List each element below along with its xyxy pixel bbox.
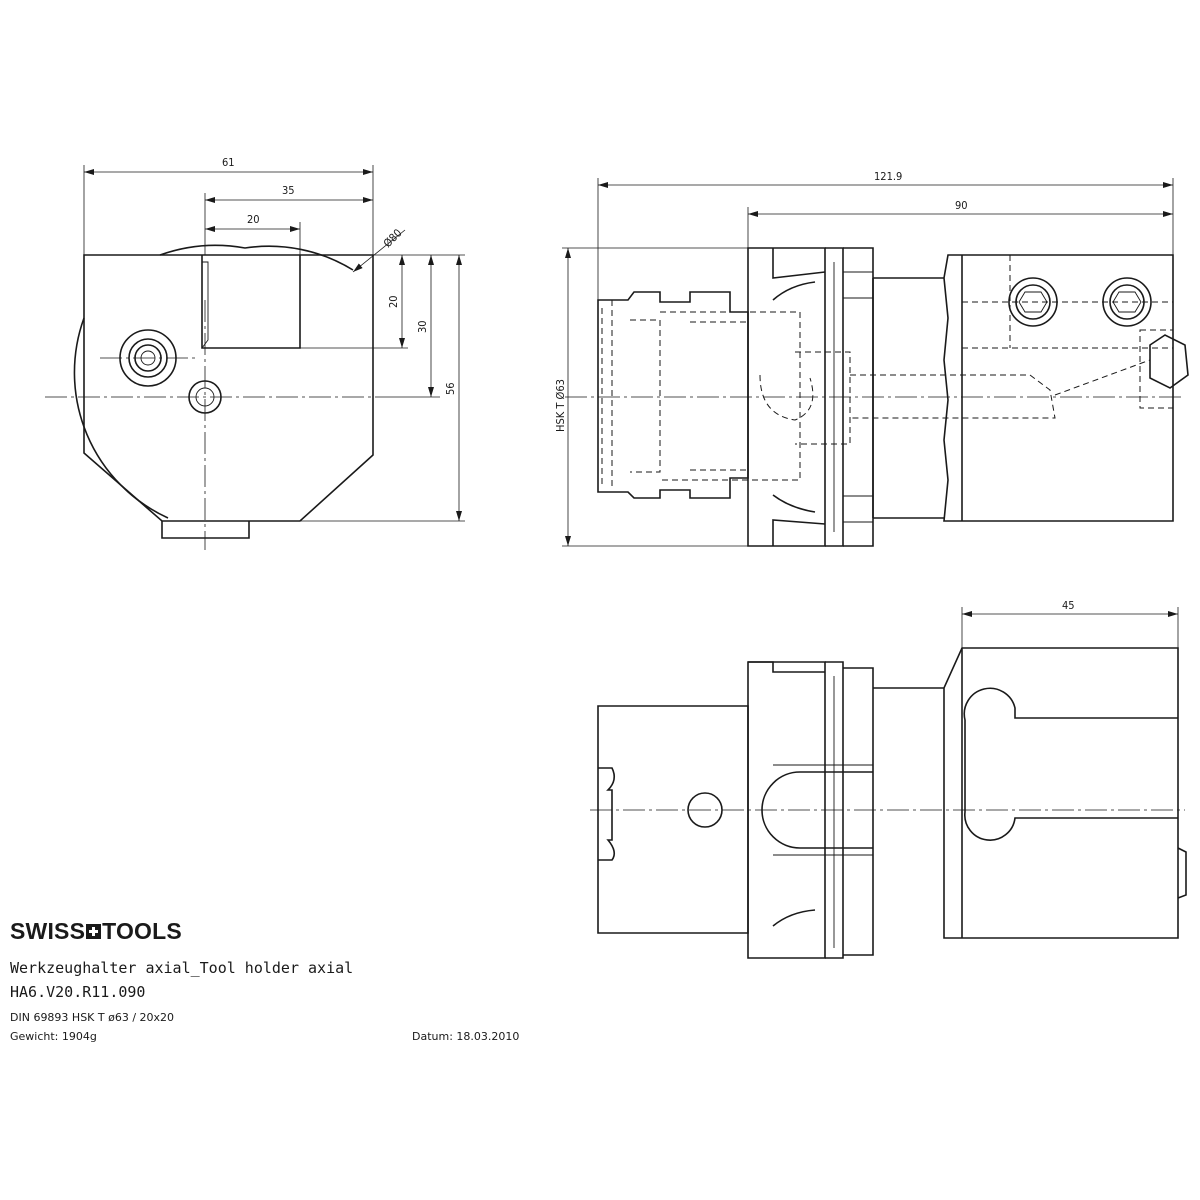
top-collar bbox=[843, 667, 874, 956]
top-flange-keyway bbox=[772, 909, 816, 927]
coolant-nozzle bbox=[1139, 329, 1189, 409]
coolant-ball-hidden bbox=[759, 374, 814, 421]
brand-name-part1: SWISS bbox=[10, 918, 86, 944]
front-bottom-slot bbox=[161, 521, 250, 539]
dim-text-61: 61 bbox=[222, 156, 235, 169]
top-flange-notch bbox=[748, 661, 825, 673]
side-view: 121.9 90 HSK T Ø63 bbox=[554, 170, 1189, 547]
title-block: SWISS TOOLS Werkzeughalter axial_Tool ho… bbox=[10, 918, 570, 1043]
flange-keyway-top bbox=[772, 281, 816, 301]
top-nozzle-end bbox=[1177, 847, 1187, 899]
top-hsk-shank bbox=[597, 705, 749, 934]
weight-label: Gewicht: 1904g bbox=[10, 1030, 97, 1043]
top-view: 45 bbox=[590, 599, 1187, 959]
swiss-cross-icon bbox=[86, 923, 102, 939]
brand-logo: SWISS TOOLS bbox=[10, 918, 570, 945]
dim-text-hsk: HSK T Ø63 bbox=[554, 379, 567, 432]
top-main-body bbox=[873, 647, 1179, 939]
coolant-hidden bbox=[795, 351, 851, 445]
bore-hidden bbox=[850, 374, 1056, 419]
coolant-angle-hidden bbox=[1054, 359, 1151, 396]
dim-text-20h: 20 bbox=[247, 213, 260, 226]
hsk-inner-hidden bbox=[601, 300, 613, 490]
top-hsk-drive-slot bbox=[598, 767, 616, 861]
dim-text-35: 35 bbox=[282, 184, 295, 197]
main-body bbox=[873, 254, 1174, 522]
flange-keyway-bottom bbox=[772, 494, 816, 513]
dim-text-30: 30 bbox=[416, 320, 429, 333]
top-pocket bbox=[963, 687, 1178, 841]
front-body-outline bbox=[83, 254, 374, 522]
part-number: HA6.V20.R11.090 bbox=[10, 983, 146, 1001]
hsk-step-hidden bbox=[690, 321, 748, 471]
hsk-shank bbox=[597, 291, 749, 499]
date-label: Datum: 18.03.2010 bbox=[412, 1030, 520, 1043]
flange-notch-top bbox=[772, 248, 826, 279]
dim-text-90: 90 bbox=[955, 199, 968, 212]
dim-text-56: 56 bbox=[444, 382, 457, 395]
weight-date-row: Gewicht: 1904g Datum: 18.03.2010 bbox=[10, 1030, 570, 1043]
product-description: Werkzeughalter axial_Tool holder axial bbox=[10, 959, 354, 977]
flange-notch-bottom bbox=[772, 519, 826, 546]
front-flange-arc-top bbox=[159, 244, 354, 271]
dim-leader-d80 bbox=[352, 229, 406, 273]
dim-text-45: 45 bbox=[1062, 599, 1075, 612]
standard-spec: DIN 69893 HSK T ø63 / 20x20 bbox=[10, 1011, 175, 1024]
dim-text-121: 121.9 bbox=[874, 170, 902, 183]
front-tool-pocket bbox=[201, 255, 301, 349]
hsk-cavity-hidden bbox=[660, 311, 801, 481]
front-view: 61 35 20 Ø80 20 30 56 bbox=[45, 156, 465, 550]
hsk-bore-hidden bbox=[630, 319, 661, 473]
brand-name-part2: TOOLS bbox=[102, 918, 182, 944]
pocket-hidden bbox=[962, 255, 1173, 349]
dim-text-20v: 20 bbox=[387, 295, 400, 308]
